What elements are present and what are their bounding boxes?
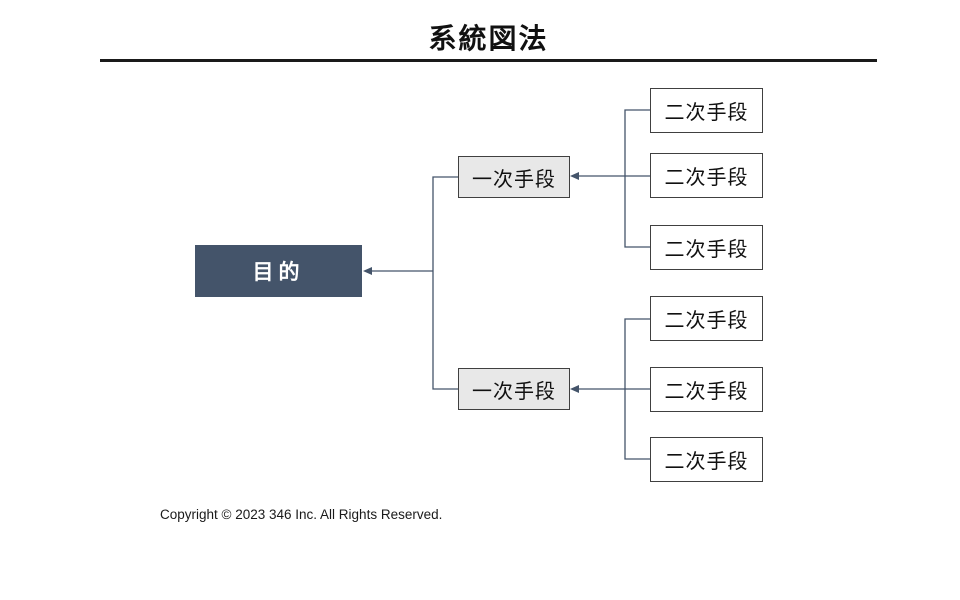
arrowhead-to-primary-1 (570, 172, 579, 180)
goal-label: 目的 (252, 261, 305, 284)
secondary-means-box-3: 二次手段 (650, 225, 763, 270)
primary-means-box-2: 一次手段 (458, 368, 570, 410)
secondary-means-label: 二次手段 (664, 239, 749, 261)
secondary-means-label: 二次手段 (664, 310, 749, 332)
secondary-means-box-1: 二次手段 (650, 88, 763, 133)
secondary-means-label: 二次手段 (664, 381, 749, 403)
secondary-means-box-4: 二次手段 (650, 296, 763, 341)
secondary-means-box-6: 二次手段 (650, 437, 763, 482)
secondary-means-label: 二次手段 (664, 167, 749, 189)
secondary-means-label: 二次手段 (664, 451, 749, 473)
primary-means-label: 一次手段 (472, 380, 556, 403)
goal-box: 目的 (195, 245, 362, 297)
copyright-text: Copyright © 2023 346 Inc. All Rights Res… (160, 507, 443, 522)
title-underline (100, 59, 877, 62)
arrowhead-to-primary-2 (570, 385, 579, 393)
secondary-means-box-5: 二次手段 (650, 367, 763, 412)
primary-means-box-1: 一次手段 (458, 156, 570, 198)
arrowhead-to-goal (363, 267, 372, 275)
secondary-means-box-2: 二次手段 (650, 153, 763, 198)
page-title: 系統図法 (428, 23, 549, 54)
header: 系統図法 (100, 22, 877, 56)
primary-means-label: 一次手段 (472, 168, 556, 191)
secondary-means-label: 二次手段 (664, 102, 749, 124)
